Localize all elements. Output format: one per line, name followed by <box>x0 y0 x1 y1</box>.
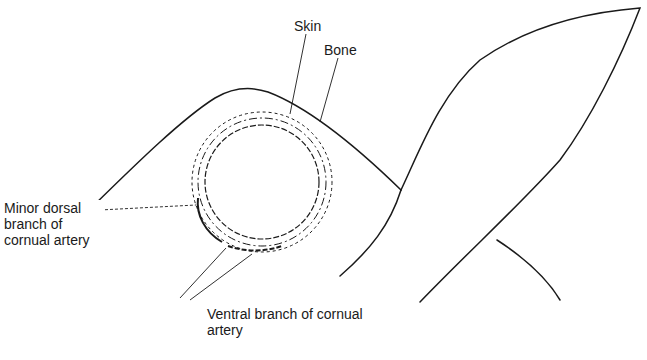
neck-outline <box>340 190 401 276</box>
leader-line <box>320 58 338 122</box>
leader-line <box>100 205 196 210</box>
ear-outline <box>401 8 640 302</box>
leader-line <box>190 254 252 300</box>
skin-ring <box>192 112 332 252</box>
head-outline <box>85 89 401 214</box>
ear-fold <box>497 240 560 300</box>
artery-label: Minor dorsal branch of cornual artery <box>2 200 104 248</box>
horn-base <box>205 125 319 239</box>
artery-label: Ventral branch of cornual artery <box>205 306 399 338</box>
dorsal-artery <box>198 198 222 242</box>
part-label: Skin <box>292 18 323 34</box>
ventral-artery <box>228 246 282 251</box>
leader-line <box>290 34 306 114</box>
bone-ring <box>198 118 326 246</box>
part-label: Bone <box>322 42 359 58</box>
